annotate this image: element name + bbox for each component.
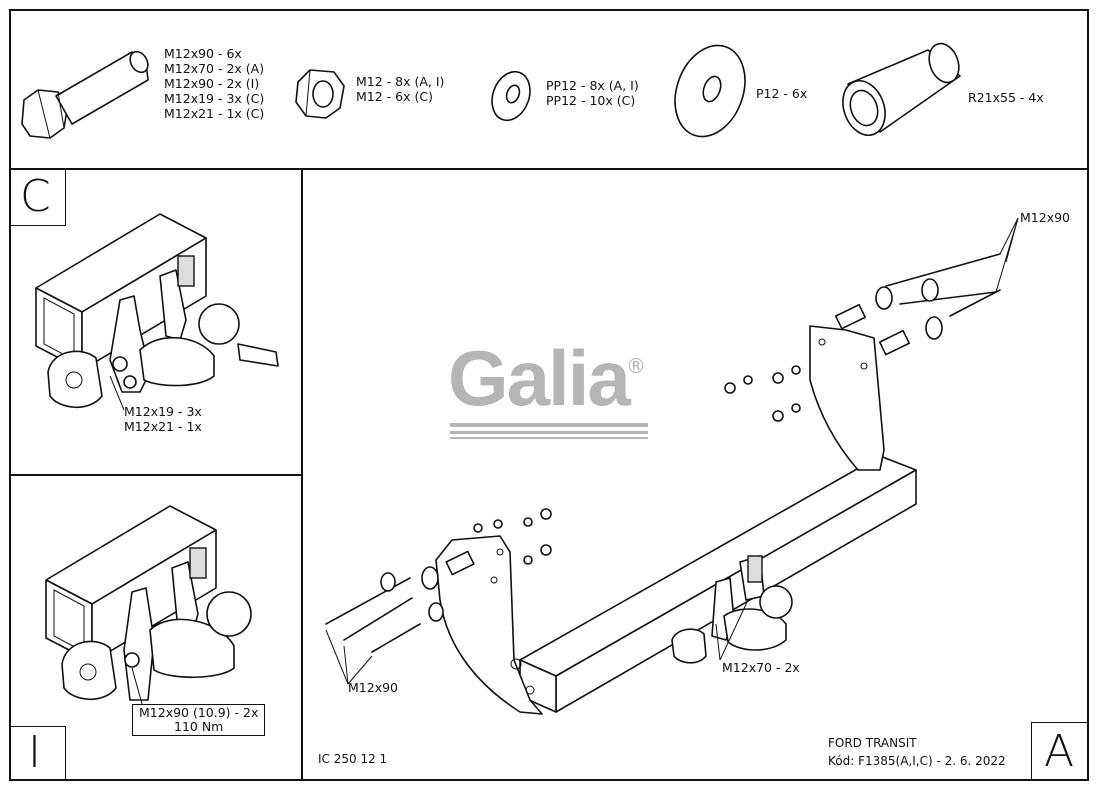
big-washer-icon xyxy=(674,44,746,138)
panel-c-drawing xyxy=(35,213,279,411)
bolt-spec-5: M12x21 - 1x (C) xyxy=(164,106,265,121)
panel-a-letter-box xyxy=(1031,722,1089,781)
logo-stripes xyxy=(450,423,648,439)
bolt-spec-1: M12x90 - 6x xyxy=(164,46,242,61)
washer-spec-2: PP12 - 10x (C) xyxy=(546,93,636,108)
spacer-icon xyxy=(842,42,961,136)
washer-spec-list: PP12 - 8x (A, I) PP12 - 10x (C) xyxy=(546,78,639,108)
panel-c-callout-2: M12x21 - 1x xyxy=(124,419,202,434)
panel-i-letter: I xyxy=(28,727,41,778)
galia-logo: Galia xyxy=(448,338,631,418)
panel-a-letter: A xyxy=(1044,726,1075,777)
bolt-icon xyxy=(21,50,149,139)
bolt-spec-3: M12x90 - 2x (I) xyxy=(164,76,260,91)
bolt-spec-list: M12x90 - 6x M12x70 - 2x (A) M12x90 - 2x … xyxy=(164,46,264,121)
panel-a-drawing xyxy=(325,217,1019,715)
bolt-spec-2: M12x70 - 2x (A) xyxy=(164,61,265,76)
product-code: Kód: F1385(A,I,C) - 2. 6. 2022 xyxy=(828,754,1006,768)
panel-c-letter: C xyxy=(20,171,51,222)
doc-number: IC 250 12 1 xyxy=(318,752,388,766)
callout-m12x70: M12x70 - 2x xyxy=(722,660,800,675)
washer-icon xyxy=(491,70,531,122)
washer-spec-1: PP12 - 8x (A, I) xyxy=(546,78,639,93)
big-washer-spec: P12 - 6x xyxy=(756,86,808,101)
panel-c-callout: M12x19 - 3x M12x21 - 1x xyxy=(124,404,202,434)
vehicle-name: FORD TRANSIT xyxy=(828,736,917,750)
panel-c-letter-box xyxy=(9,169,66,226)
panel-c-callout-1: M12x19 - 3x xyxy=(124,404,202,419)
panel-i-torque-box: M12x90 (10.9) - 2x 110 Nm xyxy=(132,704,266,736)
callout-m12x90-left: M12x90 xyxy=(348,680,398,695)
nut-spec-2: M12 - 6x (C) xyxy=(356,89,433,104)
callout-m12x90-right: M12x90 xyxy=(1020,210,1070,225)
outer-frame xyxy=(9,9,1089,781)
nut-spec-list: M12 - 8x (A, I) M12 - 6x (C) xyxy=(356,74,444,104)
panel-i-letter-box xyxy=(9,726,66,781)
registered-mark: ® xyxy=(626,354,646,378)
panel-i-torque-value: 110 Nm xyxy=(174,719,224,734)
bolt-spec-4: M12x19 - 3x (C) xyxy=(164,91,265,106)
panel-c-i-divider xyxy=(9,474,302,476)
galia-logo-text: Galia xyxy=(448,334,631,422)
panel-i-torque-bolt: M12x90 (10.9) - 2x xyxy=(139,705,259,720)
panel-i-drawing xyxy=(45,505,252,705)
nut-spec-1: M12 - 8x (A, I) xyxy=(356,74,445,89)
spacer-spec: R21x55 - 4x xyxy=(968,90,1044,105)
nut-icon xyxy=(295,69,345,119)
